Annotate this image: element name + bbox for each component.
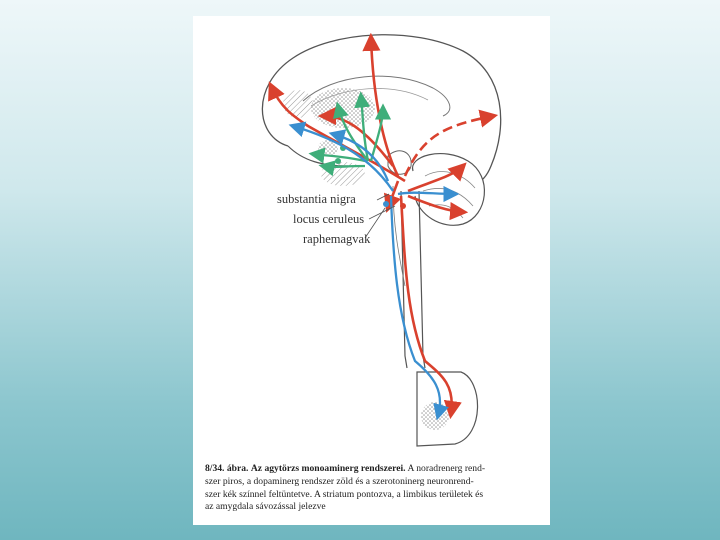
spinal-cord <box>400 190 426 369</box>
limbic-area <box>283 90 313 118</box>
figure-caption: 8/34. ábra. Az agytörzs monoaminerg rend… <box>205 463 545 514</box>
dopaminergic-pathways <box>308 91 392 177</box>
brain-monoamine-diagram <box>261 32 502 447</box>
corpus-callosum <box>302 75 451 117</box>
caption-figure-number: 8/34. ábra. <box>205 463 249 474</box>
locus-ceruleus-dot <box>400 203 406 209</box>
raphe-dot <box>383 201 389 207</box>
serotonergic-pathways <box>288 121 460 421</box>
figure-image: substantia nigra locus ceruleus raphemag… <box>193 16 550 525</box>
caption-line1: A noradrenerg rend- <box>407 463 486 474</box>
label-raphemagvak: raphemagvak <box>303 232 371 246</box>
caption-title: Az agytörzs monoaminerg rendszerei. <box>250 463 406 474</box>
label-locus-ceruleus: locus ceruleus <box>293 212 365 226</box>
caption-line3: szer kék színnel feltüntetve. A striatum… <box>205 488 484 500</box>
cerebrum-outline <box>261 34 502 186</box>
label-substantia-nigra: substantia nigra <box>277 192 356 206</box>
caption-line2: szer piros, a dopaminerg rendszer zöld é… <box>205 475 474 487</box>
caption-line4: az amygdala sávozással jelezve <box>205 501 326 513</box>
